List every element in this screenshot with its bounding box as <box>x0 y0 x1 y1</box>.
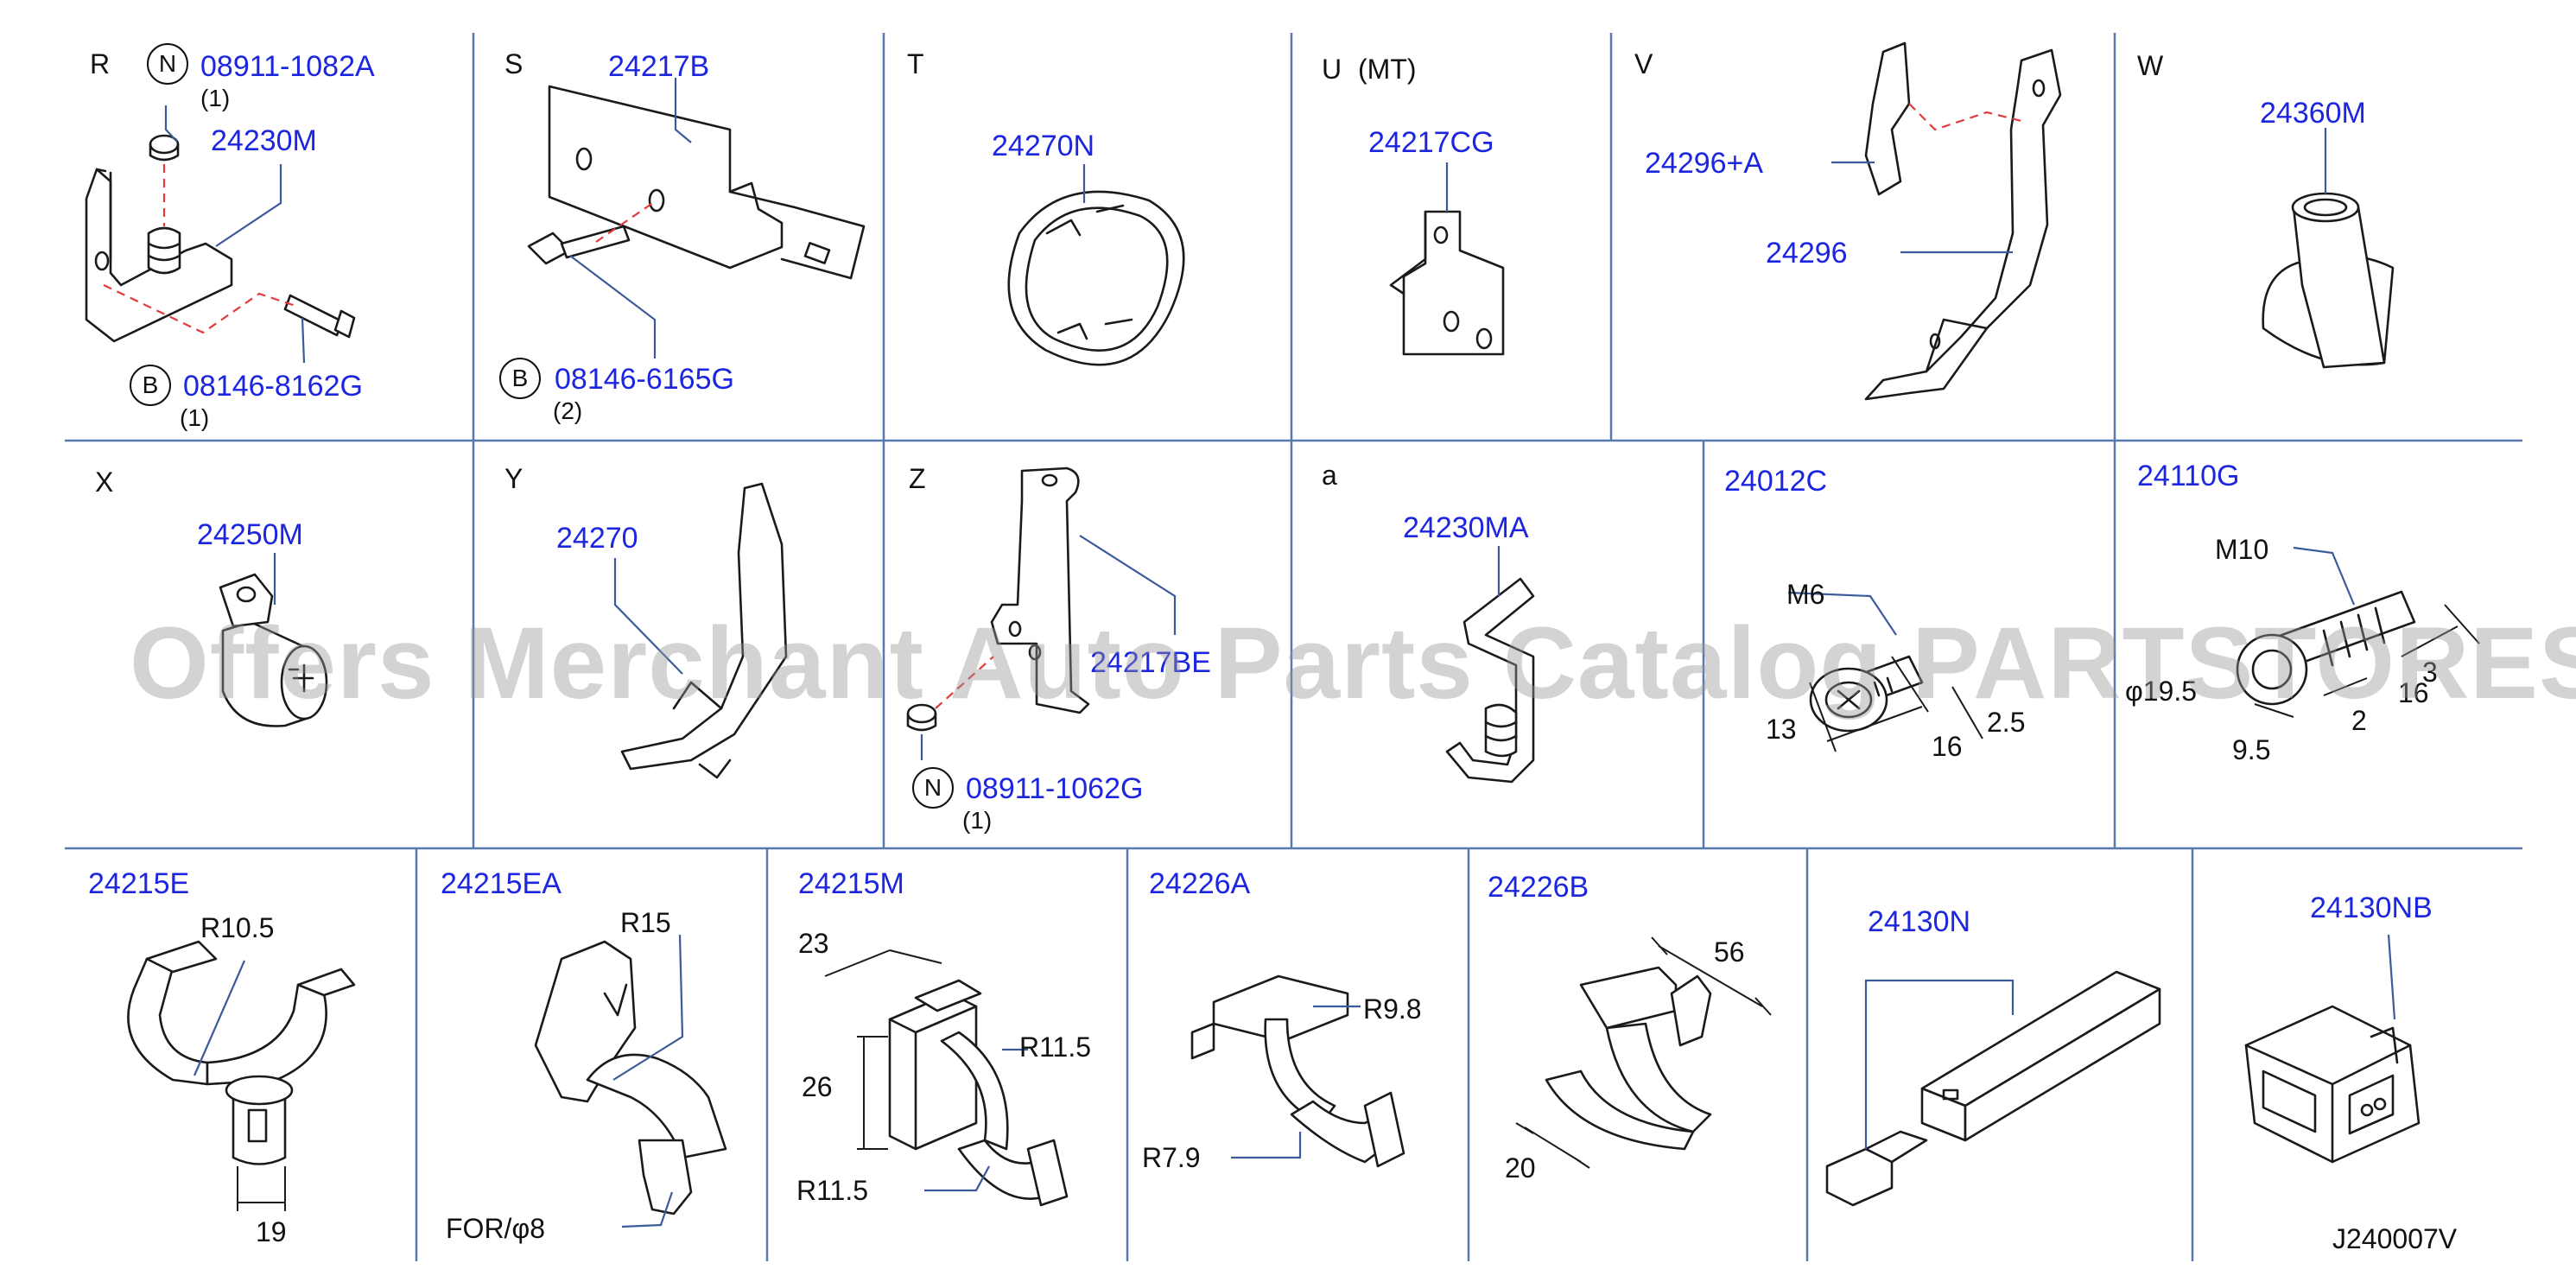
part-number-24296[interactable]: 24296 <box>1766 237 1848 270</box>
part-number-24217B[interactable]: 24217B <box>608 50 710 83</box>
section-clip3-drawing <box>824 949 1069 1207</box>
section-s-drawing <box>527 78 866 359</box>
section-a-letter: a <box>1322 460 1337 491</box>
part-number-24230MA[interactable]: 24230MA <box>1403 511 1529 544</box>
part-number-24215M[interactable]: 24215M <box>798 867 904 900</box>
diagram-code: J240007V <box>2332 1223 2458 1254</box>
bolt-mark-s: B <box>499 358 541 399</box>
part-number-24217CG[interactable]: 24217CG <box>1368 126 1494 159</box>
part-number-24130NB[interactable]: 24130NB <box>2310 892 2433 924</box>
section-clip2-drawing <box>534 934 727 1228</box>
section-bolt1-drawing <box>1787 591 1983 752</box>
nut-mark-z: N <box>912 767 954 809</box>
section-u-drawing <box>1389 162 1505 356</box>
section-conn1-drawing <box>1825 970 2161 1207</box>
dim-26: 26 <box>802 1071 833 1102</box>
section-grid <box>65 33 2522 1261</box>
section-clip1-drawing <box>127 940 356 1211</box>
quantity-r-nut: (1) <box>200 85 231 111</box>
quantity-z-nut: (1) <box>962 807 993 834</box>
section-v-drawing <box>1831 41 2062 401</box>
section-y-drawing <box>613 482 788 779</box>
radius-r11-5-b: R11.5 <box>796 1175 869 1206</box>
section-u-variant: (MT) <box>1358 54 1417 85</box>
section-z-letter: Z <box>909 463 926 494</box>
section-x-drawing <box>219 553 328 727</box>
section-s-letter: S <box>504 48 523 79</box>
part-number-24130N[interactable]: 24130N <box>1868 905 1971 938</box>
part-number-24270[interactable]: 24270 <box>556 522 638 555</box>
part-number-24296-plus-a[interactable]: 24296+A <box>1645 147 1764 180</box>
section-w-letter: W <box>2137 50 2164 81</box>
dim-23: 23 <box>798 928 829 959</box>
radius-r9-8: R9.8 <box>1363 993 1422 1025</box>
part-number-08911-1082A[interactable]: 08911-1082A <box>200 50 375 83</box>
part-number-24270N[interactable]: 24270N <box>992 130 1095 162</box>
section-v-letter: V <box>1634 48 1653 79</box>
part-number-08146-8162G[interactable]: 08146-8162G <box>183 370 363 403</box>
radius-r7-9: R7.9 <box>1142 1142 1201 1173</box>
thread-size-m10: M10 <box>2215 534 2269 565</box>
part-number-08911-1062G[interactable]: 08911-1062G <box>966 772 1144 805</box>
part-number-24226A[interactable]: 24226A <box>1149 867 1251 900</box>
part-number-24217BE[interactable]: 24217BE <box>1090 646 1211 679</box>
dim-phi-19-5: φ19.5 <box>2125 676 2198 707</box>
section-y-letter: Y <box>504 463 523 494</box>
section-z-drawing <box>906 466 1177 760</box>
part-number-24226B[interactable]: 24226B <box>1488 871 1589 904</box>
section-w-drawing <box>2262 128 2395 369</box>
dim-16-bolt2: 16 <box>2398 677 2429 708</box>
part-number-24215EA[interactable]: 24215EA <box>441 867 562 900</box>
radius-r11-5-a: R11.5 <box>1019 1031 1092 1063</box>
section-u-letter: U <box>1322 54 1342 85</box>
part-number-24230M[interactable]: 24230M <box>211 124 317 157</box>
dim-3: 3 <box>2422 657 2438 688</box>
thread-size-m6: M6 <box>1786 579 1825 610</box>
part-number-08146-6165G[interactable]: 08146-6165G <box>555 363 734 396</box>
dim-56: 56 <box>1714 936 1745 968</box>
bolt-mark-r: B <box>130 365 171 406</box>
dim-13: 13 <box>1766 714 1797 745</box>
section-clip5-drawing <box>1515 936 1772 1169</box>
part-number-24360M[interactable]: 24360M <box>2260 97 2366 130</box>
part-number-24012C[interactable]: 24012C <box>1724 465 1828 498</box>
quantity-r-bolt: (1) <box>180 404 210 431</box>
nut-mark-r: N <box>147 43 188 85</box>
section-clip4-drawing <box>1190 974 1405 1168</box>
section-a-drawing <box>1445 546 1535 784</box>
radius-r10-5: R10.5 <box>200 912 275 943</box>
quantity-s-bolt: (2) <box>553 397 583 424</box>
radius-r15: R15 <box>620 907 671 938</box>
dim-20: 20 <box>1505 1152 1536 1184</box>
note-for-phi8: FOR/φ8 <box>446 1213 545 1244</box>
section-bolt2-drawing <box>2236 546 2480 718</box>
section-t-drawing <box>1007 164 1185 366</box>
dim-9-5: 9.5 <box>2232 734 2271 765</box>
part-number-24110G[interactable]: 24110G <box>2137 460 2240 492</box>
dim-2: 2 <box>2351 705 2367 736</box>
section-r-drawing <box>85 105 356 364</box>
watermark: Offers Merchant Auto Parts Catalog PARTS… <box>130 606 2576 720</box>
section-conn2-drawing <box>2244 934 2421 1164</box>
section-x-letter: X <box>95 466 114 498</box>
dim-19: 19 <box>256 1216 287 1247</box>
part-number-24250M[interactable]: 24250M <box>197 518 303 551</box>
dim-2-5: 2.5 <box>1987 707 2026 738</box>
dim-16: 16 <box>1932 731 1963 762</box>
section-r-letter: R <box>90 48 111 79</box>
section-t-letter: T <box>907 48 924 79</box>
part-number-24215E[interactable]: 24215E <box>88 867 190 900</box>
